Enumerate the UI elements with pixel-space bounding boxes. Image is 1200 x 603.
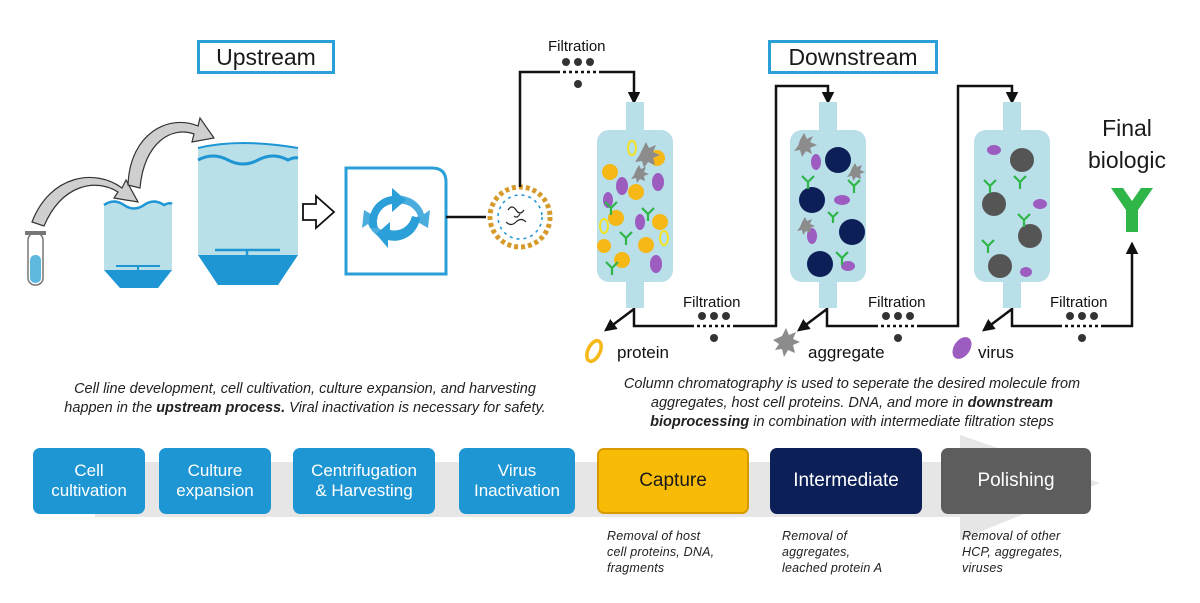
downstream-text: aggregates, host cell proteins. DNA, and… xyxy=(650,395,968,411)
upstream-bold-text: upstream process. xyxy=(156,400,286,416)
final-biologic-label: Final biologic xyxy=(1082,112,1172,176)
filtration-label: Filtration xyxy=(868,294,926,311)
polishing-column xyxy=(974,102,1050,308)
downstream-header: Downstream xyxy=(768,40,938,74)
antibody-y-icon xyxy=(1111,188,1153,232)
step-cell-cultivation: Cell cultivation xyxy=(33,448,145,514)
test-tube-icon xyxy=(25,231,46,286)
step-polishing: Polishing xyxy=(941,448,1091,514)
step-intermediate: Intermediate xyxy=(770,448,922,514)
upstream-header: Upstream xyxy=(197,40,335,74)
downstream-bold-text: downstream xyxy=(967,395,1054,411)
downstream-text: in combination with intermediate filtrat… xyxy=(749,414,1054,430)
filter-icon xyxy=(878,312,918,342)
filtration-label: Filtration xyxy=(1050,294,1108,311)
waste-arrow xyxy=(797,308,828,332)
downstream-description-line3: bioprocessing in combination with interm… xyxy=(592,413,1112,432)
waste-arrow xyxy=(604,308,635,332)
step-label: Virus Inactivation xyxy=(474,461,560,500)
upstream-description-line1: Cell line development, cell cultivation,… xyxy=(74,381,536,397)
curved-arrow-icon xyxy=(31,176,140,227)
step-culture-expansion: Culture expansion xyxy=(159,448,271,514)
aggregate-icon xyxy=(773,328,800,357)
capture-column xyxy=(597,102,673,308)
intermediate-column xyxy=(790,102,866,308)
virus-label: virus xyxy=(978,343,1014,362)
upstream-text: happen in the xyxy=(64,400,157,416)
capture-note: Removal of host cell proteins, DNA, frag… xyxy=(607,529,715,575)
aggregate-label: aggregate xyxy=(808,343,885,362)
step-centrifugation-harvesting: Centrifugation & Harvesting xyxy=(293,448,435,514)
filter-icon xyxy=(694,312,734,342)
waste-arrow xyxy=(982,308,1013,332)
step-label: Centrifugation & Harvesting xyxy=(311,461,417,500)
polishing-note: Removal of other HCP, aggregates, viruse… xyxy=(962,529,1063,575)
centrifuge-icon xyxy=(344,166,448,276)
filter-icon xyxy=(1062,312,1102,342)
downstream-description-line1: Column chromatography is used to seperat… xyxy=(623,376,1081,392)
filtration-line-4 xyxy=(1010,241,1139,328)
upstream-text: Viral inactivation is necessary for safe… xyxy=(285,400,546,416)
step-label: Culture expansion xyxy=(176,461,254,500)
downstream-description-line2: aggregates, host cell proteins. DNA, and… xyxy=(592,394,1112,413)
filtration-line-1 xyxy=(518,70,641,187)
step-label: Polishing xyxy=(977,470,1055,491)
protein-icon xyxy=(585,338,603,364)
step-virus-inactivation: Virus Inactivation xyxy=(459,448,575,514)
step-label: Intermediate xyxy=(793,470,899,491)
intermediate-note: Removal of aggregates, leached protein A xyxy=(782,529,883,575)
upstream-description: Cell line development, cell cultivation,… xyxy=(20,380,590,418)
step-label: Capture xyxy=(639,470,707,491)
downstream-bold-text: bioprocessing xyxy=(650,414,750,430)
filter-icon xyxy=(560,58,600,88)
virus-inactivation-icon xyxy=(487,184,553,250)
right-arrow-icon xyxy=(302,193,336,231)
filtration-line-2 xyxy=(632,84,835,328)
upstream-description-line2: happen in the upstream process. Viral in… xyxy=(20,399,590,418)
filtration-label: Filtration xyxy=(683,294,741,311)
small-bioreactor-icon xyxy=(103,200,173,288)
large-bioreactor-icon xyxy=(197,142,299,285)
protein-label: protein xyxy=(617,343,669,362)
virus-legend-icon xyxy=(952,337,972,359)
downstream-description: Column chromatography is used to seperat… xyxy=(592,375,1112,432)
final-biologic-line2: biologic xyxy=(1088,147,1166,173)
filtration-label: Filtration xyxy=(548,38,606,55)
step-label: Cell cultivation xyxy=(51,461,127,500)
step-capture: Capture xyxy=(597,448,749,514)
filtration-line-3 xyxy=(825,84,1019,328)
curved-arrow-icon xyxy=(127,116,216,189)
final-biologic-line1: Final xyxy=(1102,115,1152,141)
